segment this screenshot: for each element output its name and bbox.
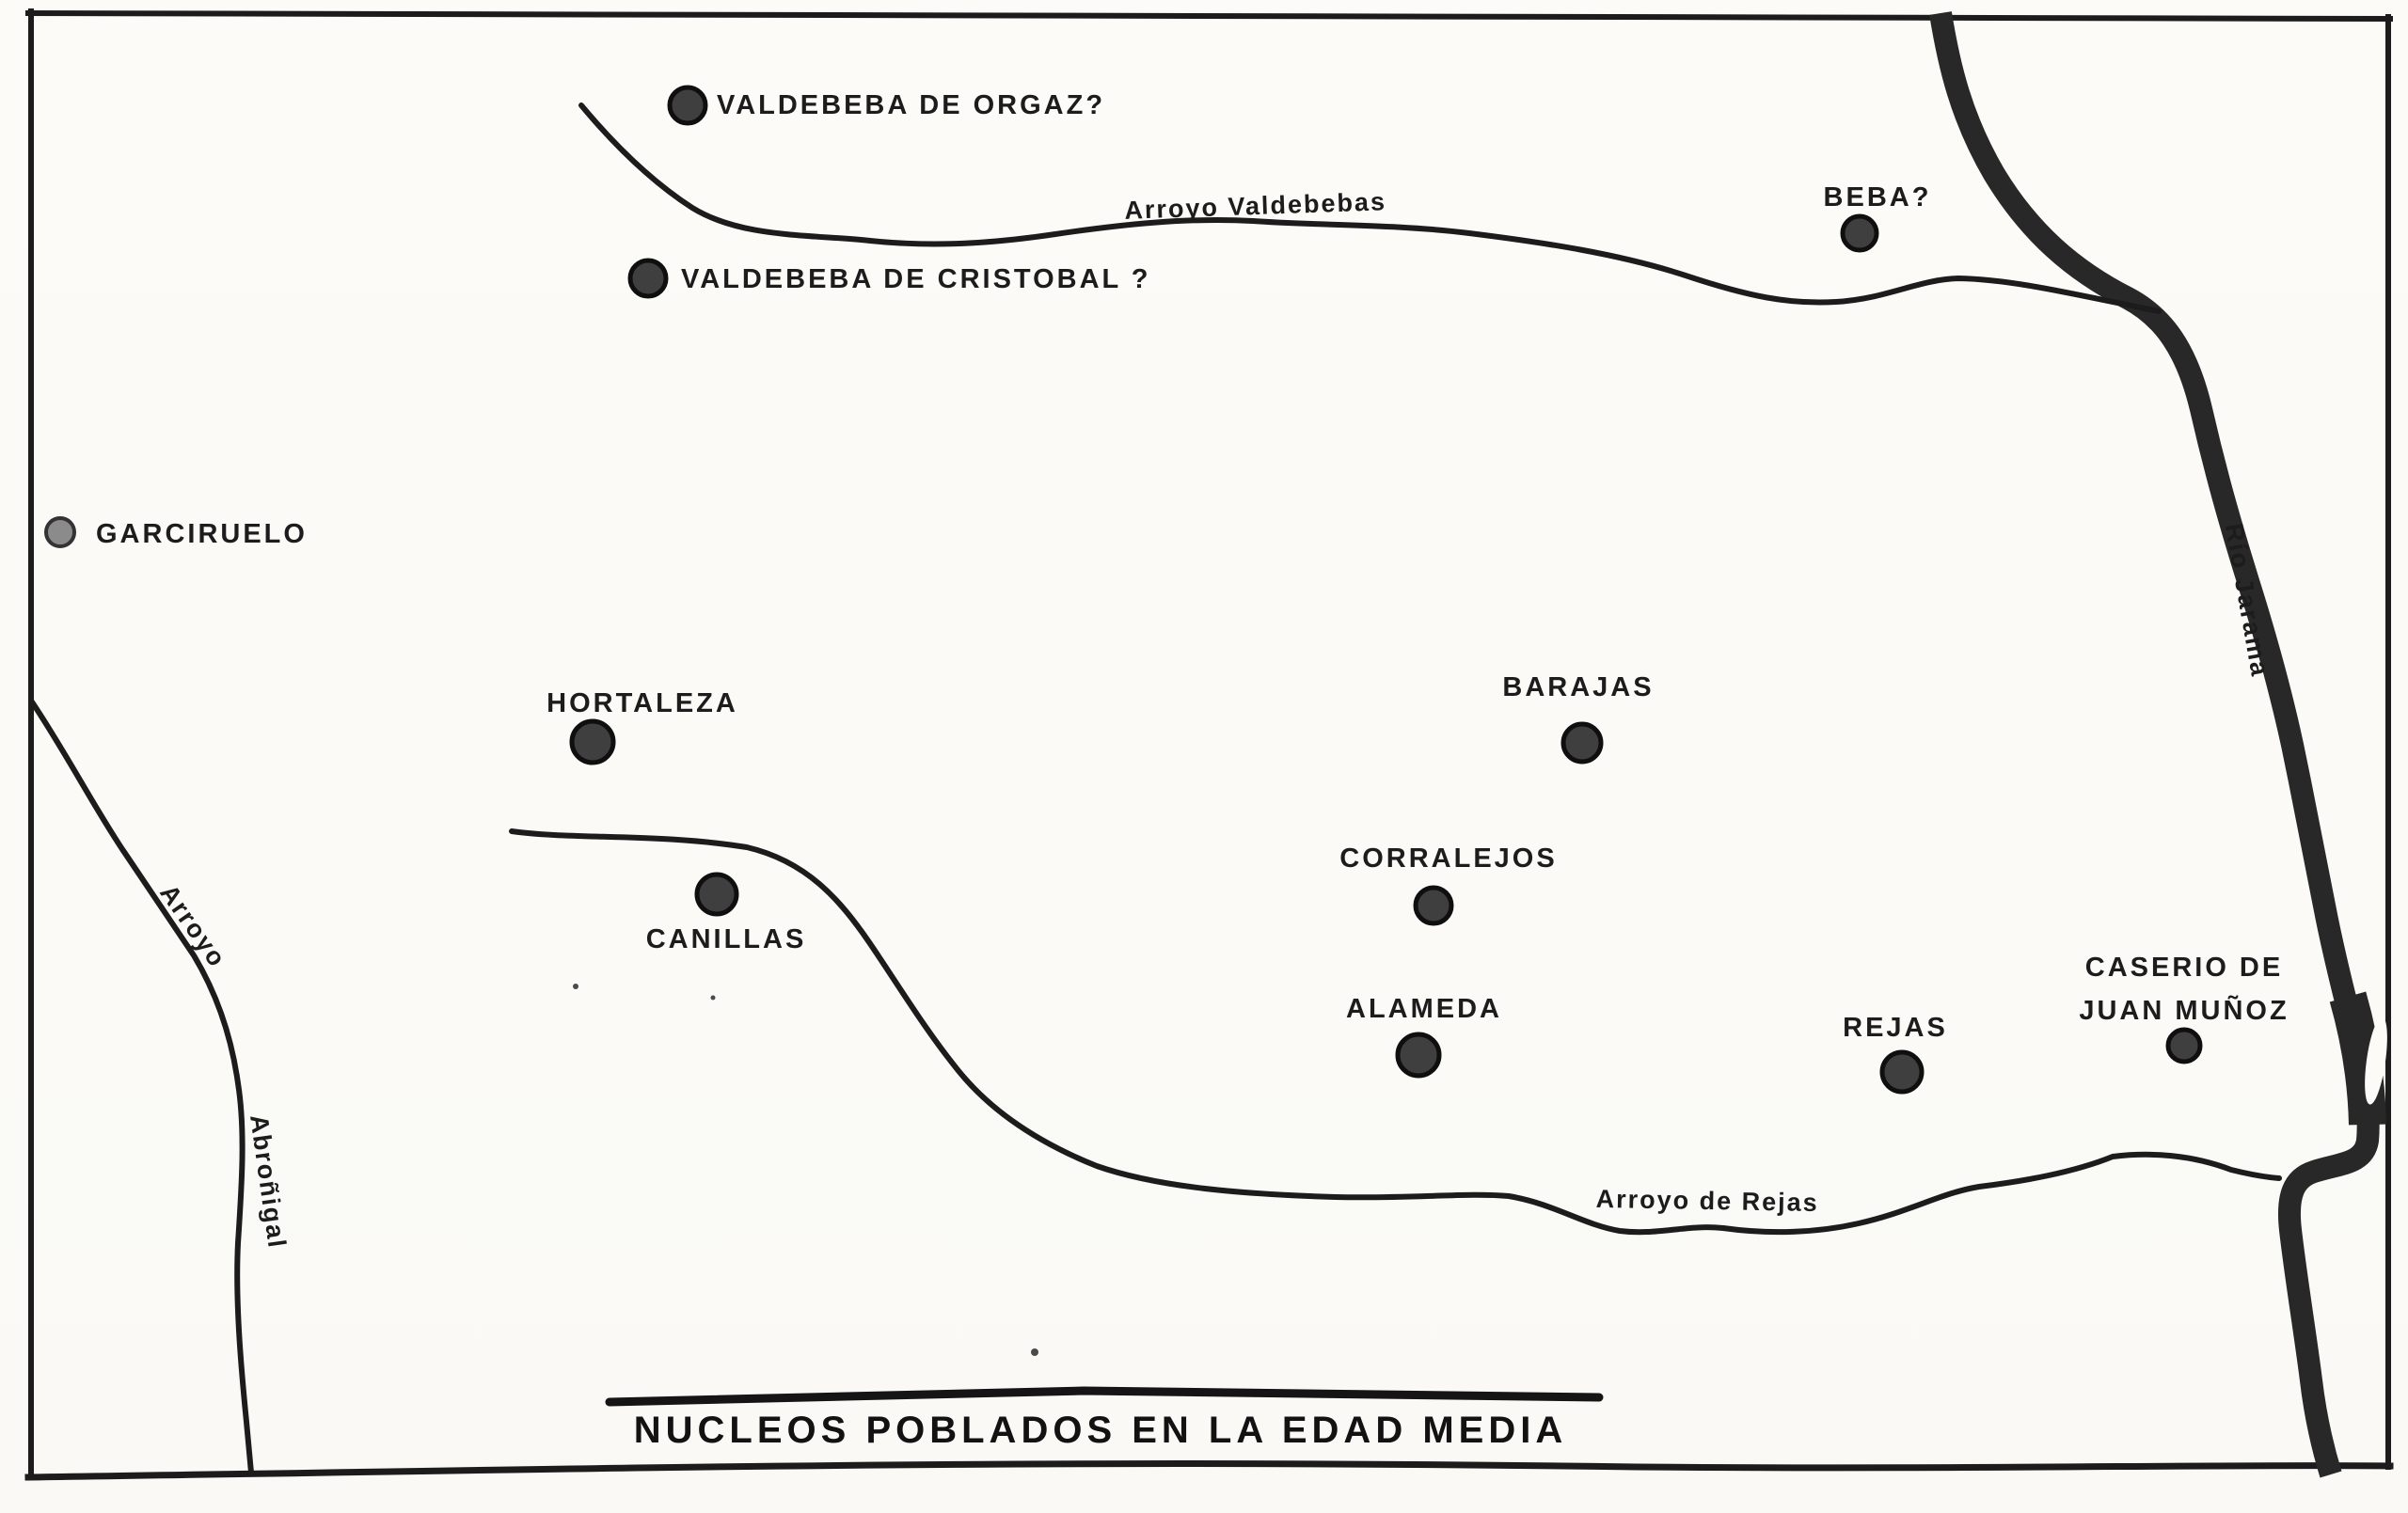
river-island (2365, 1017, 2387, 1105)
caserio-de-juan-munoz-dot (2165, 1027, 2203, 1064)
arroyo-abronigal-label-2: Abroñigal (245, 1112, 292, 1251)
garciruelo-dot (44, 516, 76, 548)
rio-jarama-label: Río Jarama (2220, 521, 2274, 679)
valdebeba-de-cristobal-dot (627, 258, 669, 299)
barajas-label: BARAJAS (1502, 672, 1654, 702)
settlement-canillas: CANILLAS (646, 872, 807, 954)
alameda-label: ALAMEDA (1346, 994, 1502, 1024)
rejas-label: REJAS (1843, 1013, 1948, 1043)
garciruelo-label: GARCIRUELO (96, 519, 308, 549)
scan-specks (573, 984, 1038, 1356)
settlement-rejas: REJAS (1843, 1013, 1948, 1095)
beba-label: BEBA? (1824, 182, 1932, 213)
map-border-top (24, 9, 2394, 23)
barajas-dot (1560, 721, 1604, 764)
settlement-valdebeba-de-orgaz: VALDEBEBA DE ORGAZ? (667, 85, 1105, 126)
hortaleza-label: HORTALEZA (547, 688, 738, 718)
settlements: VALDEBEBA DE ORGAZ? VALDEBEBA DE CRISTOBA… (44, 85, 2289, 1095)
map-title: NUCLEOS POBLADOS EN LA EDAD MEDIA (634, 1410, 1567, 1451)
beba-dot (1840, 213, 1879, 253)
settlement-garciruelo: GARCIRUELO (44, 516, 308, 549)
settlement-barajas: BARAJAS (1502, 672, 1654, 764)
rio-jarama-path (1929, 11, 2380, 1478)
rejas-dot (1879, 1049, 1925, 1095)
arroyo-valdebebas-label: Arroyo Valdebebas (1124, 187, 1386, 225)
corralejos-label: CORRALEJOS (1339, 843, 1557, 874)
map-border-bottom (24, 1459, 2394, 1481)
title-block: NUCLEOS POBLADOS EN LA EDAD MEDIA (605, 1386, 1604, 1451)
canillas-label: CANILLAS (646, 924, 807, 954)
rio-jarama-wide-reach (2329, 991, 2386, 1126)
speck (573, 984, 578, 989)
valdebeba-de-orgaz-dot (667, 85, 708, 126)
arroyo-de-rejas-label: Arroyo de Rejas (1595, 1185, 1819, 1217)
settlement-valdebeba-de-cristobal: VALDEBEBA DE CRISTOBAL ? (627, 258, 1151, 299)
rio-jarama (1929, 11, 2387, 1478)
alameda-dot (1395, 1032, 1442, 1079)
settlement-beba: BEBA? (1824, 182, 1932, 253)
settlement-corralejos: CORRALEJOS (1339, 843, 1557, 926)
settlement-alameda: ALAMEDA (1346, 994, 1502, 1079)
valdebeba-de-cristobal-label: VALDEBEBA DE CRISTOBAL ? (681, 264, 1151, 294)
corralejos-dot (1413, 885, 1454, 926)
speck (1031, 1348, 1038, 1356)
arroyo-de-rejas-path (509, 828, 2282, 1236)
speck (710, 995, 716, 1001)
canillas-dot (694, 872, 739, 917)
title-top-rule (605, 1386, 1604, 1407)
arroyo-valdebebas-path (578, 102, 2162, 314)
hortaleza-dot (569, 718, 616, 765)
valdebeba-de-orgaz-label: VALDEBEBA DE ORGAZ? (717, 90, 1105, 120)
map-frame (24, 8, 2394, 1481)
arroyo-abronigal-path (28, 698, 254, 1475)
settlement-hortaleza: HORTALEZA (547, 688, 738, 765)
